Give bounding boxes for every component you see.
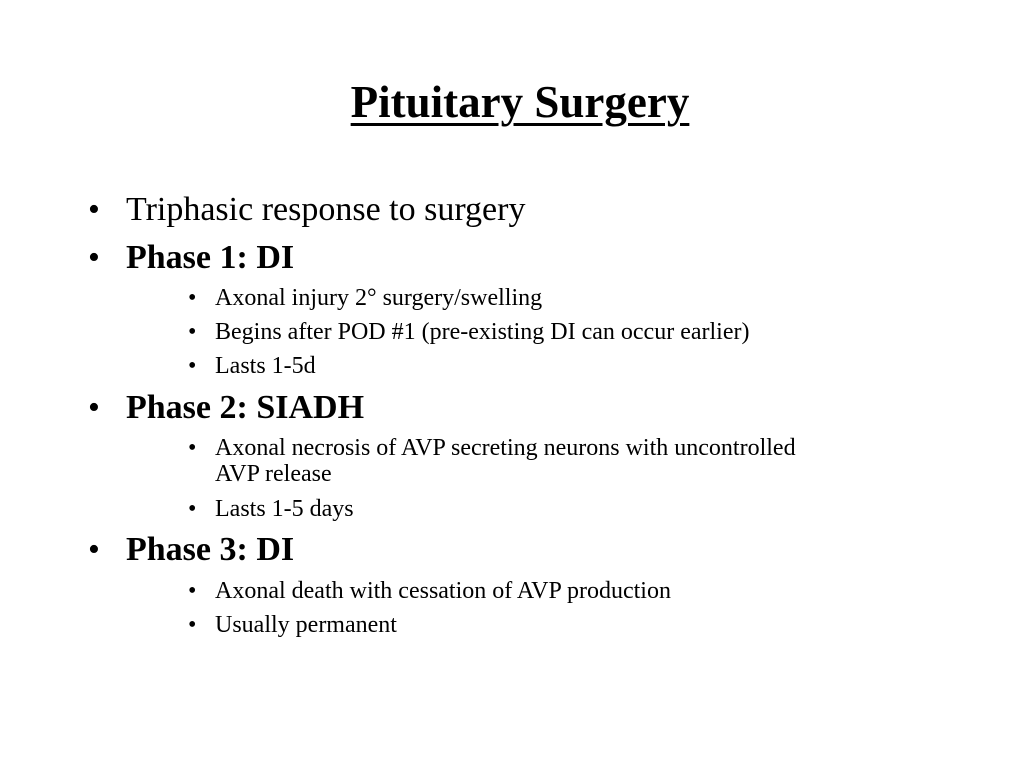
bullet-icon: • bbox=[188, 496, 197, 522]
sub-bullet-text: Lasts 1-5d bbox=[215, 353, 316, 379]
bullet-icon: • bbox=[88, 239, 100, 276]
sub-bullet-text: Axonal injury 2° surgery/swelling bbox=[215, 285, 543, 311]
bullet-text: Phase 2: SIADH bbox=[126, 389, 365, 426]
bullet-icon: • bbox=[88, 389, 100, 426]
bullet-icon: • bbox=[188, 353, 197, 379]
sub-bullet-text: Axonal necrosis of AVP secreting neurons… bbox=[215, 435, 796, 461]
bullet-icon: • bbox=[88, 191, 100, 228]
bullet-icon: • bbox=[188, 319, 197, 345]
bullet-text: Phase 3: DI bbox=[126, 531, 295, 568]
bullet-icon: • bbox=[188, 285, 197, 311]
bullet-text: Phase 1: DI bbox=[126, 239, 295, 276]
sub-bullet-text: Usually permanent bbox=[215, 612, 397, 638]
bullet-icon: • bbox=[88, 531, 100, 568]
sub-bullet-text: AVP release bbox=[215, 461, 332, 487]
sub-bullet-text: Begins after POD #1 (pre-existing DI can… bbox=[215, 319, 750, 345]
bullet-text: Triphasic response to surgery bbox=[126, 191, 526, 228]
sub-bullet-text: Lasts 1-5 days bbox=[215, 496, 354, 522]
slide-title: Pituitary Surgery bbox=[350, 77, 690, 127]
bullet-icon: • bbox=[188, 578, 197, 604]
bullet-icon: • bbox=[188, 612, 197, 638]
bullet-icon: • bbox=[188, 435, 197, 461]
sub-bullet-text: Axonal death with cessation of AVP produ… bbox=[215, 578, 671, 604]
